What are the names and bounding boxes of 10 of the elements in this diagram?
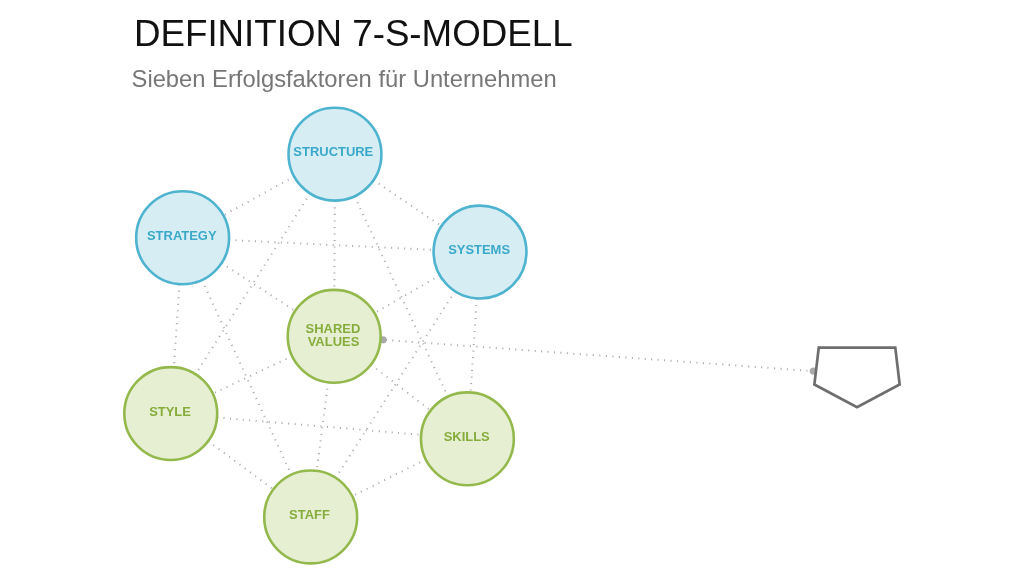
node-picture <box>812 346 902 409</box>
node-circle: STAFF <box>262 469 359 565</box>
diagram-title: DEFINITION 7-S-MODELL <box>133 13 573 55</box>
node-circle: STRUCTURE <box>287 106 383 202</box>
node-circle: SYSTEMS <box>432 204 528 300</box>
label: Sieben Erfolgsfaktoren für Unternehmen <box>131 64 557 92</box>
node-circle: SKILLS <box>419 391 516 487</box>
node-circle: STRATEGY <box>134 190 231 286</box>
node-circle: SHARED VALUES <box>286 288 382 385</box>
node-circle: STYLE <box>123 365 219 462</box>
